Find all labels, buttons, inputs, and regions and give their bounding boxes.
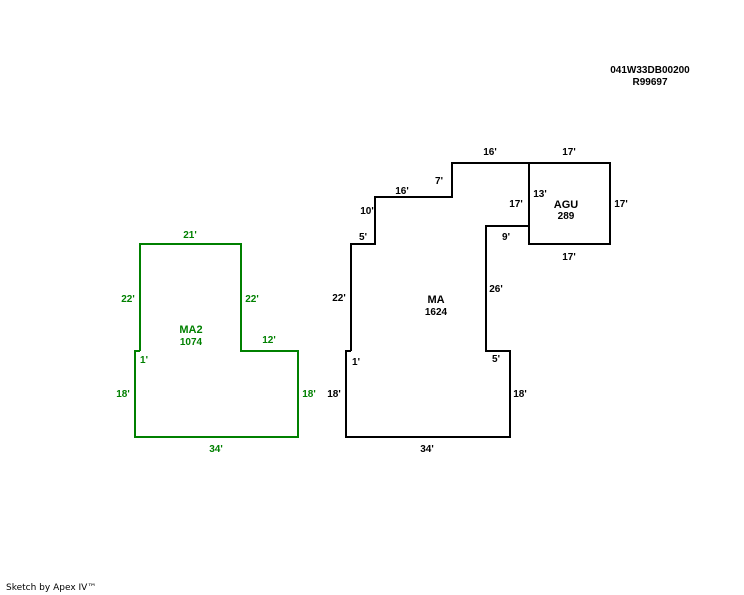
ma-dim-notch-vertical: 17': [509, 199, 523, 210]
ma2-dim-left-upper: 22': [121, 294, 135, 305]
ma-dim-right-mid: 26': [489, 284, 503, 295]
ma-dim-top-right: 16': [483, 147, 497, 158]
area-agu: AGU 289 17' 17' 17' 13': [528, 147, 628, 263]
agu-dim-top: 17': [562, 147, 576, 158]
agu-dim-right: 17': [614, 199, 628, 210]
ma2-dim-inner-right: 22': [245, 294, 259, 305]
parcel-account: R99697: [632, 77, 668, 88]
ma-dim-right-lower: 18': [513, 389, 527, 400]
ma2-dim-bottom: 34': [209, 444, 223, 455]
ma-dim-notch: 9': [502, 232, 510, 243]
ma-dim-top-left: 16': [395, 186, 409, 197]
agu-area: 289: [558, 211, 575, 222]
ma-dim-jog-left: 1': [352, 357, 360, 368]
ma-dim-jog-right: 5': [492, 354, 500, 365]
area-ma: MA 1624 16' 7' 16' 10' 5' 22' 1' 18' 34'…: [327, 147, 530, 455]
ma-dim-step-left: 5': [359, 232, 367, 243]
ma2-area: 1074: [180, 337, 203, 348]
ma-dim-left-mid: 22': [332, 293, 346, 304]
ma-area: 1624: [425, 307, 448, 318]
sketch-credit: Sketch by Apex IV™: [6, 583, 97, 593]
ma-name: MA: [427, 294, 444, 306]
ma-dim-left-upper: 10': [360, 206, 374, 217]
agu-dim-bottom: 17': [562, 252, 576, 263]
ma2-dim-right-lower: 18': [302, 389, 316, 400]
agu-outline: [528, 162, 611, 245]
ma2-outline: [134, 243, 299, 438]
area-ma2: MA2 1074 21' 22' 22' 12' 1' 18' 18' 34': [116, 230, 316, 455]
ma-dim-step-up: 7': [435, 176, 443, 187]
ma2-dim-top: 21': [183, 230, 197, 241]
parcel-id: 041W33DB00200: [610, 65, 690, 76]
ma2-dim-step-right: 12': [262, 335, 276, 346]
parcel-info: 041W33DB00200 R99697: [600, 65, 700, 89]
ma-dim-bottom: 34': [420, 444, 434, 455]
ma2-name: MA2: [179, 324, 202, 336]
ma2-dim-jog: 1': [140, 355, 148, 366]
agu-dim-left: 13': [533, 189, 547, 200]
agu-name: AGU: [554, 199, 579, 211]
ma-dim-left-lower: 18': [327, 389, 341, 400]
ma2-dim-left-lower: 18': [116, 389, 130, 400]
